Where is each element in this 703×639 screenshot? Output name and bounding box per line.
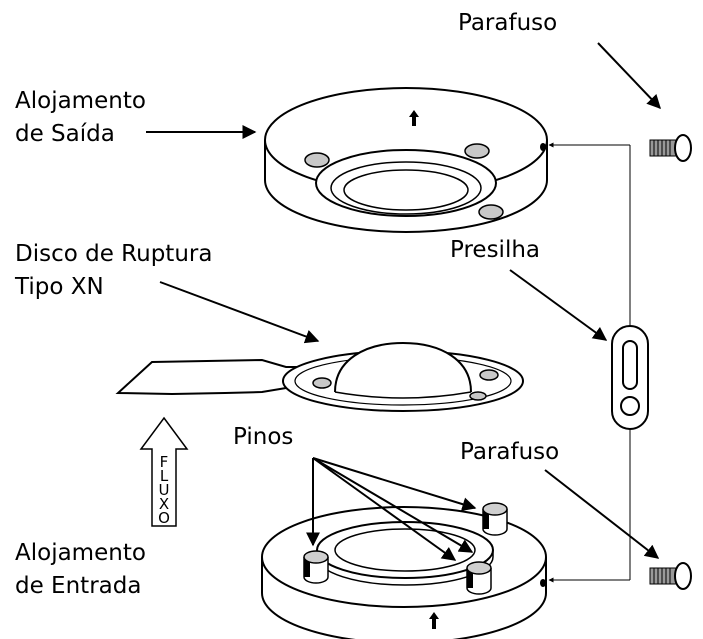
clip-screw-hole	[540, 579, 546, 587]
pin	[482, 502, 508, 536]
arrow-pinos-2	[312, 457, 477, 511]
flow-arrow: F L U X O	[139, 416, 189, 527]
retaining-clip	[548, 142, 649, 583]
label-alojamento-saida-2: de Saída	[15, 121, 115, 147]
label-alojamento-entrada-1: Alojamento	[15, 540, 146, 566]
bolt-hole	[304, 152, 330, 168]
screw-top	[649, 134, 692, 162]
arrow-pinos-3	[312, 457, 457, 561]
label-parafuso-bottom: Parafuso	[460, 439, 559, 465]
flow-letter: L	[160, 467, 169, 485]
screw-bottom	[649, 562, 692, 590]
arrow-presilha	[509, 269, 608, 341]
label-pinos: Pinos	[233, 424, 293, 450]
arrow-pinos-4	[312, 457, 474, 553]
flow-direction-icon	[409, 110, 419, 126]
label-parafuso-top: Parafuso	[458, 10, 557, 36]
arrow-parafuso-top	[597, 42, 661, 110]
label-alojamento-entrada-2: de Entrada	[15, 573, 141, 599]
flow-direction-icon	[429, 612, 439, 629]
flow-letter: F	[160, 453, 169, 471]
rupture-disc	[115, 341, 524, 412]
bolt-hole	[478, 204, 504, 220]
pin	[466, 561, 492, 595]
flow-letter: O	[158, 509, 170, 527]
pin	[303, 550, 329, 584]
label-disco-2: Tipo XN	[14, 274, 104, 300]
outlet-housing	[264, 87, 548, 233]
bolt-hole	[464, 143, 490, 159]
label-alojamento-saida-1: Alojamento	[15, 88, 146, 114]
leader-lines	[146, 42, 661, 561]
flow-letter: X	[159, 495, 169, 513]
label-presilha: Presilha	[450, 237, 540, 263]
clip-screw-hole	[540, 143, 546, 151]
arrow-disco	[159, 281, 320, 344]
flow-letter: U	[159, 481, 170, 499]
label-disco-1: Disco de Ruptura	[15, 241, 212, 267]
inlet-housing	[261, 502, 547, 639]
arrow-parafuso-bottom	[544, 469, 660, 559]
